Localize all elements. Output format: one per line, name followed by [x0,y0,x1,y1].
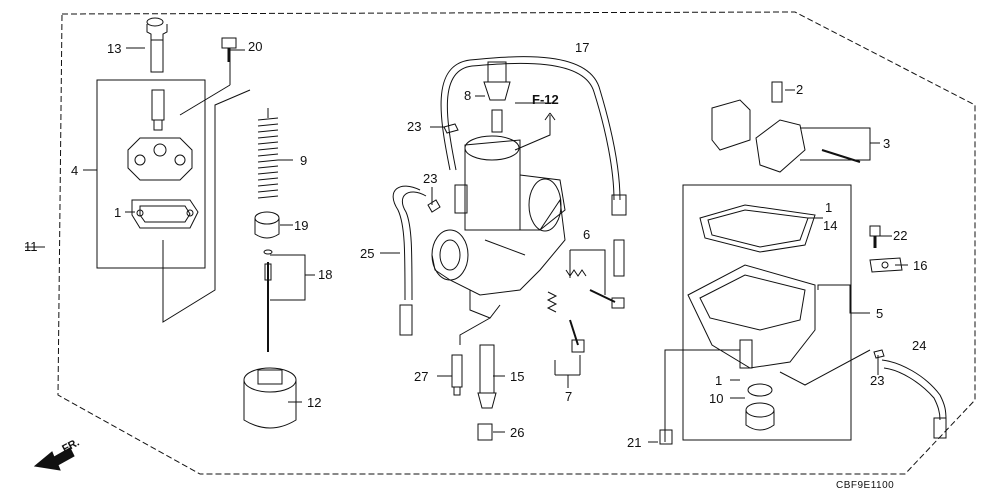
part-screw-20 [221,37,237,62]
part-screw-21 [659,429,673,445]
callout-24: 24 [912,338,927,353]
callout-21: 21 [627,435,642,450]
part-main-jet-26 [477,423,493,441]
part-throttle-stop-screw-7 [546,291,585,353]
callout-8: 8 [464,88,472,103]
part-cap-2 [771,81,783,103]
part-carburetor-body [431,135,566,319]
diagram-code: CBF9E1100 [836,480,895,491]
leader-lines [25,47,908,443]
part-drain-plug [745,402,775,431]
part-screw-22 [869,225,881,248]
part-throttle-valve-12 [243,367,297,429]
callout-4: 4 [71,163,79,178]
callout-26: 26 [510,425,525,440]
part-needle-valve-8 [483,61,511,133]
callout-17: 17 [575,40,590,55]
callout-27: 27 [414,369,429,384]
callout-25: 25 [360,246,375,261]
callout-11: 11 [24,239,38,254]
callout-9: 9 [300,153,308,168]
part-clip-23c [873,349,885,359]
part-pilot-jet-27 [451,354,463,396]
callout-12: 12 [307,395,322,410]
callout-1-b: 1 [825,200,833,215]
callout-19: 19 [294,218,309,233]
part-gasket-1a [131,199,199,229]
callout-16: 16 [913,258,928,273]
part-float-chamber-5 [687,264,816,369]
group-box-4 [96,79,206,269]
callout-15: 15 [510,369,525,384]
part-cover-3 [711,99,861,173]
callout-10: 10 [709,391,724,406]
part-top-cover-4 [127,89,193,181]
callout-18: 18 [318,267,333,282]
part-clip-23a [443,123,459,134]
callout-13: 13 [107,41,122,56]
callout-1: 1 [114,205,122,220]
callout-14: 14 [823,218,838,233]
front-direction-arrow [33,447,75,471]
callout-23-b: 23 [423,171,438,186]
part-vent-tube-17 [440,56,627,277]
callout-22: 22 [893,228,908,243]
reference-F-12: F-12 [532,92,559,107]
callout-23-c: 23 [870,373,885,388]
part-plate-16 [869,257,903,273]
part-retainer-19 [254,211,280,239]
part-air-screw-6 [565,269,625,309]
part-drain-tube-25 [392,185,427,336]
callout-6: 6 [583,227,591,242]
callout-23-a: 23 [407,119,422,134]
assembly-boundary [57,11,976,475]
part-spring-9 [257,108,279,199]
part-cap-13 [146,17,168,73]
part-o-ring-10 [747,383,773,397]
part-jet-needle-18 [263,249,273,352]
part-clip-23b [427,199,441,213]
part-overflow-tube-24 [881,359,947,439]
callout-1-c: 1 [715,373,723,388]
callout-3: 3 [883,136,891,151]
callout-5: 5 [876,306,884,321]
part-gasket-14 [699,204,816,253]
callout-20: 20 [248,39,263,54]
part-needle-jet-15 [477,344,497,409]
callout-7: 7 [565,389,573,404]
callout-2: 2 [796,82,804,97]
